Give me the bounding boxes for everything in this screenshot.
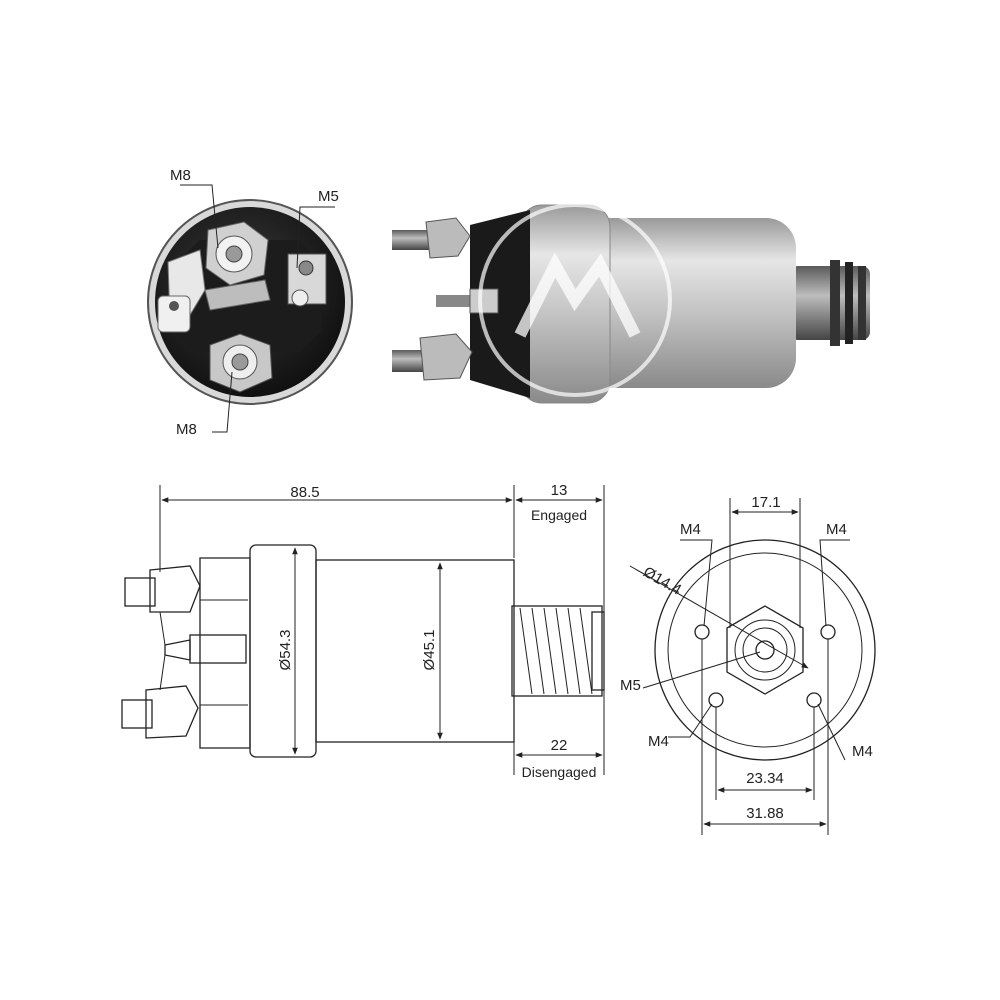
label-m4-bottom-right: M4: [852, 743, 873, 760]
dim-stroke-disengaged: 22: [551, 737, 568, 754]
dim-center-diameter: Ø14.4: [640, 564, 684, 599]
label-m8-upper: M8: [170, 167, 191, 184]
dim-stroke-engaged: 13: [551, 482, 568, 499]
dim-inner-spacing: 23.34: [746, 770, 784, 787]
end-technical-drawing: [629, 498, 876, 835]
upper-m8-terminal: [205, 221, 269, 286]
label-m5-photo: M5: [318, 188, 339, 205]
side-view-photo: [392, 203, 870, 404]
dim-flange-diameter: Ø54.3: [277, 630, 294, 671]
dim-body-diameter: Ø45.1: [421, 630, 438, 671]
label-m4-top-left: M4: [680, 521, 701, 538]
lower-m8-terminal: [209, 333, 273, 393]
label-disengaged: Disengaged: [522, 764, 597, 780]
dim-length: 88.5: [290, 484, 319, 501]
label-m4-top-right: M4: [826, 521, 847, 538]
label-engaged: Engaged: [531, 507, 587, 523]
label-m4-bottom-left: M4: [648, 733, 669, 750]
label-m5-end: M5: [620, 677, 641, 694]
end-view-photo: [147, 184, 353, 433]
dim-outer-spacing: 31.88: [746, 805, 784, 822]
dim-top-spacing: 17.1: [751, 494, 780, 511]
label-m8-lower: M8: [176, 421, 197, 438]
side-technical-drawing: [121, 485, 605, 775]
m5-terminal: [287, 253, 327, 307]
